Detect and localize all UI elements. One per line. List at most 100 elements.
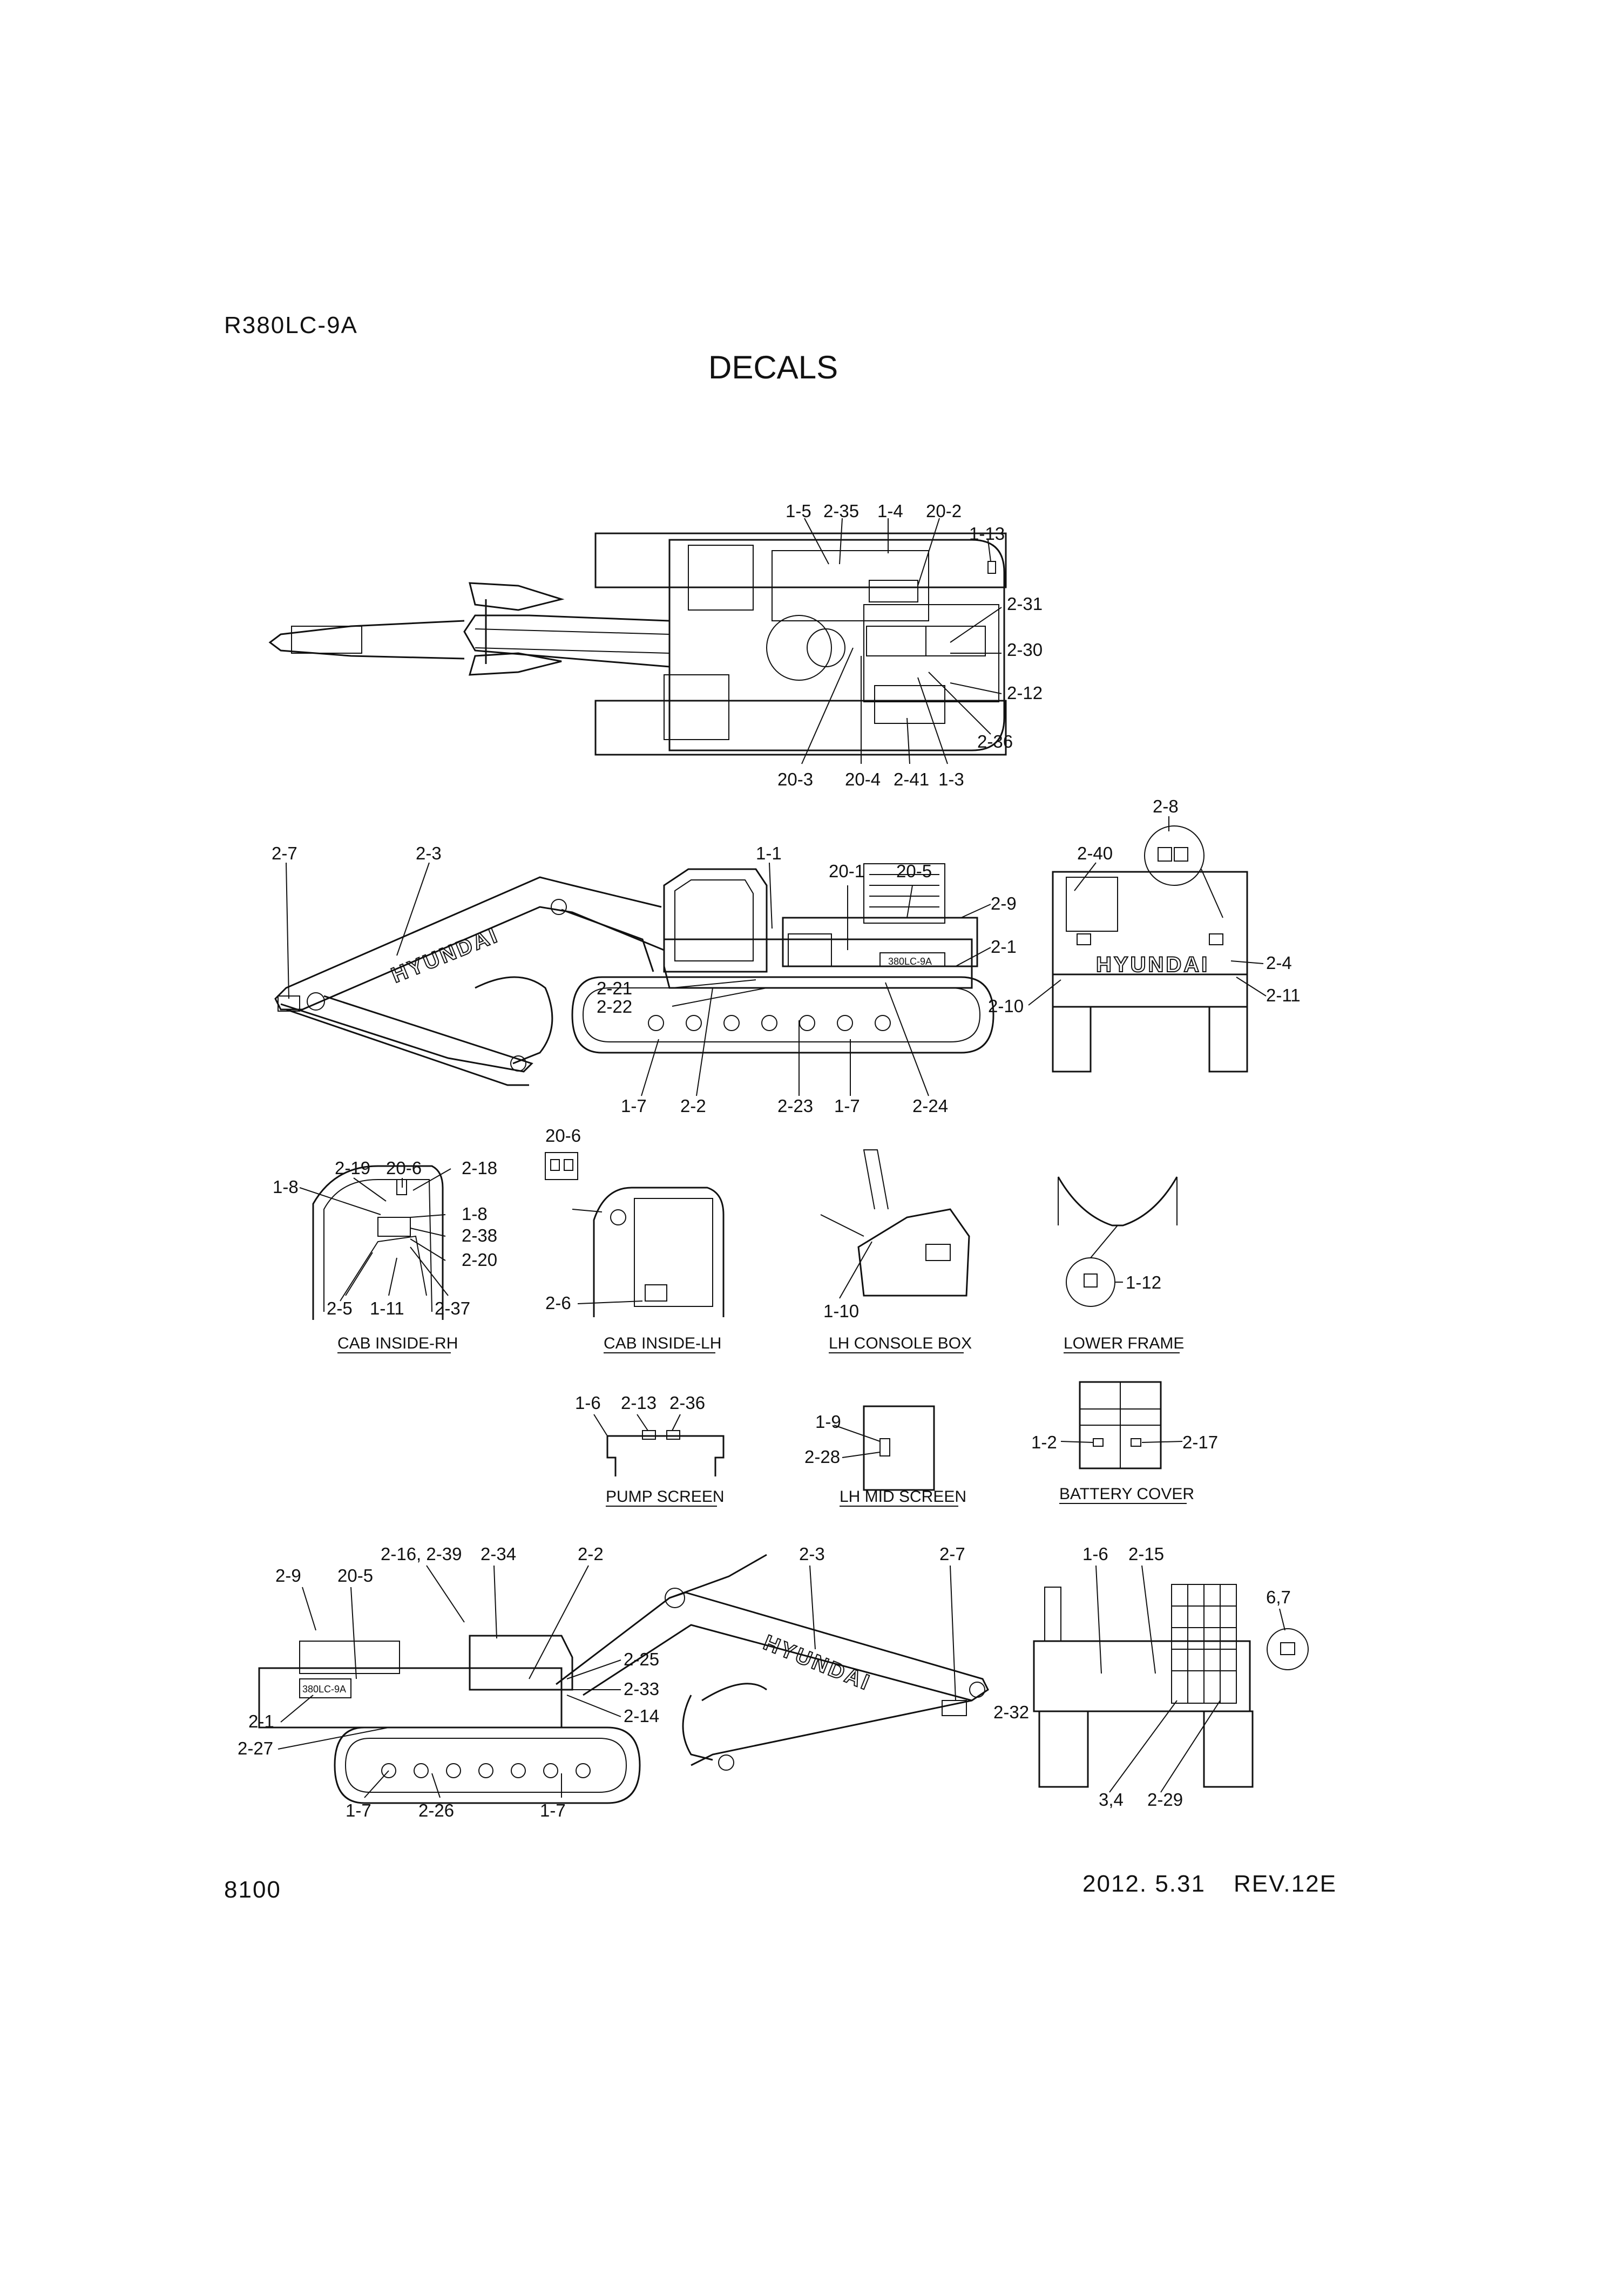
callout-2-1: 2-1 <box>991 937 1017 957</box>
callout-2-14: 2-14 <box>624 1706 659 1726</box>
callout-2-33: 2-33 <box>624 1679 659 1699</box>
cab-rh-leaders <box>299 1168 451 1296</box>
callout-2-28: 2-28 <box>804 1447 840 1467</box>
callout-2-11: 2-11 <box>1266 985 1301 1005</box>
callout-2-2: 2-2 <box>680 1096 706 1116</box>
callout-1-10: 1-10 <box>823 1301 859 1321</box>
callout-1-7-r-b: 1-7 <box>540 1800 566 1820</box>
callout-1-2: 1-2 <box>1031 1432 1057 1452</box>
top-view-drawing <box>268 532 1007 756</box>
callout-2-24: 2-24 <box>912 1096 948 1116</box>
side-view-left-drawing: HYUNDAI 380LC-9A <box>274 863 994 1086</box>
revision-date: 2012. 5.31 <box>1082 1871 1206 1897</box>
callout-20-6-lh: 20-6 <box>545 1126 581 1146</box>
callout-2-25: 2-25 <box>624 1649 659 1669</box>
callout-2-35: 2-35 <box>823 501 859 521</box>
pump-screen-drawing <box>606 1430 725 1476</box>
callout-2-19: 2-19 <box>335 1158 370 1178</box>
callout-2-23: 2-23 <box>777 1096 813 1116</box>
callout-1-8-a: 1-8 <box>273 1177 299 1197</box>
lh-mid-screen-drawing <box>863 1405 935 1491</box>
callout-2-29: 2-29 <box>1147 1790 1183 1810</box>
cab-inside-lh-drawing <box>545 1152 725 1317</box>
section-cab-inside-lh: CAB INSIDE-LH <box>604 1334 721 1352</box>
callout-20-4: 20-4 <box>845 769 881 789</box>
callout-2-22: 2-22 <box>597 997 632 1017</box>
callout-6-7: 6,7 <box>1266 1587 1291 1607</box>
callout-2-13: 2-13 <box>621 1393 657 1413</box>
rear-view-drawing: HYUNDAI <box>1052 825 1248 1073</box>
callout-2-32: 2-32 <box>993 1702 1029 1722</box>
callout-2-40: 2-40 <box>1077 843 1113 863</box>
callout-1-9: 1-9 <box>815 1412 841 1432</box>
callout-1-7-b: 1-7 <box>834 1096 860 1116</box>
callout-2-3-r: 2-3 <box>799 1544 825 1564</box>
callout-2-36-top: 2-36 <box>977 731 1013 751</box>
side-right-leaders <box>278 1565 956 1798</box>
callout-20-1: 20-1 <box>829 861 864 881</box>
callout-2-9-r: 2-9 <box>275 1566 301 1586</box>
revision-code: REV.12E <box>1234 1871 1337 1897</box>
rear-brand-text: HYUNDAI <box>1096 953 1209 977</box>
battery-cover-drawing <box>1079 1381 1162 1469</box>
battery-cover-leaders <box>1060 1441 1183 1443</box>
side-left-leaders <box>286 862 991 1096</box>
callout-2-1-r: 2-1 <box>248 1711 274 1731</box>
callout-2-37: 2-37 <box>435 1298 470 1318</box>
model-label: R380LC-9A <box>224 312 358 338</box>
lh-console-box-drawing <box>820 1149 970 1297</box>
section-battery-cover: BATTERY COVER <box>1059 1485 1194 1503</box>
callout-1-6-front: 1-6 <box>1082 1544 1108 1564</box>
console-leaders <box>839 1241 872 1299</box>
boom-right-brand-text: HYUNDAI <box>760 1631 874 1696</box>
front-view-drawing <box>1033 1584 1309 1788</box>
callout-2-12: 2-12 <box>1007 683 1043 703</box>
callout-1-5: 1-5 <box>786 501 811 521</box>
callout-1-4: 1-4 <box>877 501 903 521</box>
lower-frame-leaders <box>1090 1225 1123 1283</box>
callout-2-4: 2-4 <box>1266 953 1292 973</box>
page-number: 8100 <box>224 1876 281 1903</box>
callout-2-9: 2-9 <box>991 893 1017 913</box>
side-right-model-plate: 380LC-9A <box>302 1684 346 1695</box>
section-cab-inside-rh: CAB INSIDE-RH <box>337 1334 458 1352</box>
callout-2-36-pump: 2-36 <box>669 1393 705 1413</box>
callout-2-21: 2-21 <box>597 978 632 998</box>
callout-1-7-a: 1-7 <box>621 1096 647 1116</box>
side-model-plate: 380LC-9A <box>888 956 932 967</box>
top-view-leaders <box>801 518 1002 764</box>
callout-1-12: 1-12 <box>1126 1272 1161 1292</box>
callout-2-10: 2-10 <box>988 996 1024 1016</box>
callout-20-2: 20-2 <box>926 501 962 521</box>
callout-1-3: 1-3 <box>938 769 964 789</box>
callout-2-34: 2-34 <box>481 1544 516 1564</box>
callout-2-7: 2-7 <box>272 843 297 863</box>
callout-2-17: 2-17 <box>1182 1432 1218 1452</box>
callout-1-13: 1-13 <box>969 524 1005 544</box>
callout-2-7-r: 2-7 <box>939 1544 965 1564</box>
callout-2-38: 2-38 <box>462 1225 497 1245</box>
callout-1-6-pump: 1-6 <box>575 1393 601 1413</box>
callout-20-5-r: 20-5 <box>337 1566 373 1586</box>
callout-20-5: 20-5 <box>896 861 932 881</box>
section-lh-console-box: LH CONSOLE BOX <box>829 1334 972 1352</box>
callout-2-2-r: 2-2 <box>578 1544 604 1564</box>
lh-mid-screen-leaders <box>834 1425 881 1458</box>
callout-2-15: 2-15 <box>1128 1544 1164 1564</box>
cab-inside-rh-drawing <box>312 1165 444 1320</box>
callout-3-4: 3,4 <box>1099 1790 1124 1810</box>
cab-lh-leaders <box>572 1209 643 1304</box>
callout-20-6-rh: 20-6 <box>386 1158 422 1178</box>
callout-2-27: 2-27 <box>238 1738 273 1758</box>
front-view-leaders <box>1047 1565 1285 1793</box>
callout-2-41: 2-41 <box>894 769 929 789</box>
callout-2-8: 2-8 <box>1153 796 1179 816</box>
callout-2-16-2-39: 2-16, 2-39 <box>381 1544 462 1564</box>
callout-1-11: 1-11 <box>370 1298 404 1318</box>
callout-1-8-b: 1-8 <box>462 1204 488 1224</box>
callout-2-20: 2-20 <box>462 1250 497 1270</box>
section-lh-mid-screen: LH MID SCREEN <box>840 1488 966 1506</box>
callout-2-18: 2-18 <box>462 1158 497 1178</box>
callout-1-1: 1-1 <box>756 843 782 863</box>
